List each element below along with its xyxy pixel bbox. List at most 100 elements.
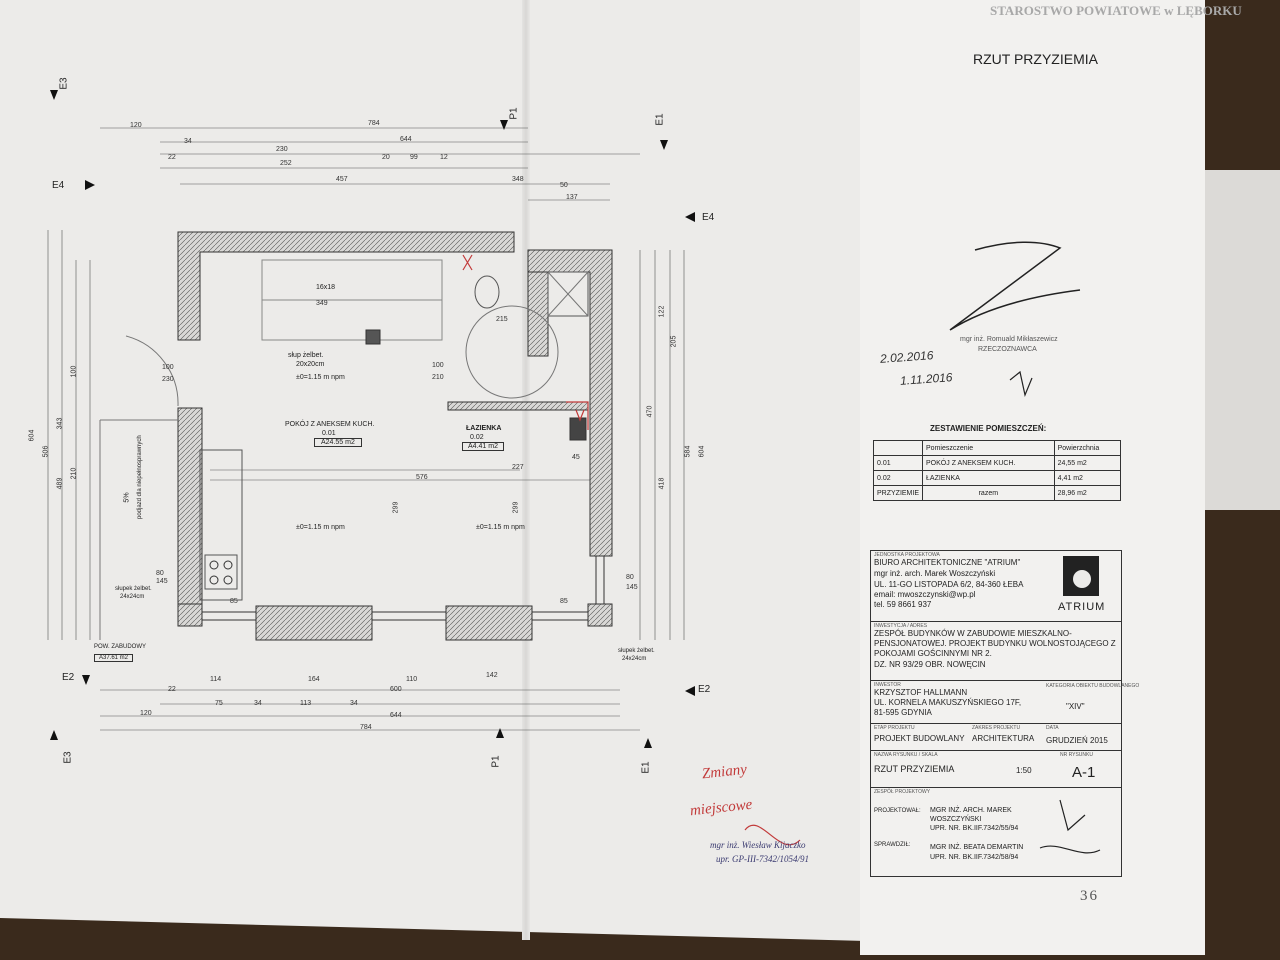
room2-area: A4.41 m2: [462, 442, 504, 451]
dim-inner-4: 230: [162, 376, 174, 383]
dim-inner-2: 227: [512, 464, 524, 471]
room2-name: ŁAZIENKA: [466, 425, 502, 432]
level-marker-1: ±0=1.15 m npm: [296, 374, 345, 381]
date-label: DATA: [1046, 725, 1059, 731]
stage-label: ETAP PROJEKTU: [874, 725, 915, 731]
number-label: NR RYSUNKU: [1060, 752, 1093, 758]
column-label: słup żelbet.: [288, 352, 324, 359]
checker-label: SPRAWDZIŁ:: [874, 842, 911, 848]
dim-inner-9: 215: [496, 316, 508, 323]
table-header: Powierzchnia: [1053, 440, 1122, 456]
dim-bottom-8: 34: [350, 700, 358, 707]
dim-bottom-6: 34: [254, 700, 262, 707]
checker-license: UPR. NR. BK.IIF.7342/58/94: [930, 854, 1019, 861]
section-e3-bottom: E3: [62, 751, 74, 764]
dim-inner-3: 100: [162, 364, 174, 371]
unit-label: JEDNOSTKA PROJEKTOWA: [874, 552, 940, 558]
table-cell: 0.01: [872, 455, 924, 471]
reviewer-name: mgr inż. Wiesław Kijaczko: [710, 840, 806, 850]
dim-bottom-10: 784: [360, 724, 372, 731]
dim-left-5: 100: [70, 365, 78, 378]
expert-role: RZECZOZNAWCA: [978, 346, 1037, 353]
dim-top-13: 50: [560, 182, 568, 189]
team-label: ZESPÓŁ PROJEKTOWY: [874, 789, 931, 795]
dim-inner-13: 145: [626, 584, 638, 591]
firm-name: BIURO ARCHITEKTONICZNE "ATRIUM": [874, 558, 1021, 567]
designer-license: UPR. NR. BK.IIF.7342/55/94: [930, 825, 1019, 832]
logo-mark: [1073, 570, 1091, 588]
dim-inner-7: 299: [392, 501, 400, 514]
investor-address: UL. KORNELA MAKUSZYŃSKIEGO 17F,: [874, 698, 1022, 707]
dim-inner-1: 576: [416, 474, 428, 481]
dim-top-9: 99: [410, 154, 418, 161]
category-label: KATEGORIA OBIEKTU BUDOWLANEGO: [1046, 683, 1140, 689]
stage-value: PROJEKT BUDOWLANY: [874, 734, 965, 743]
rooms-table: Pomieszczenie Powierzchnia 0.01 POKÓJ Z …: [872, 440, 1122, 501]
table-cell: 24,55 m2: [1053, 455, 1122, 471]
expert-name: mgr inż. Romuald Mikłaszewicz: [960, 336, 1058, 343]
scope-value: ARCHITEKTURA: [972, 734, 1035, 743]
dim-top-11: 22: [168, 154, 176, 161]
dim-bottom-9: 644: [390, 712, 402, 719]
date-value: GRUDZIEŃ 2015: [1046, 736, 1108, 745]
table-row: 0.01 POKÓJ Z ANEKSEM KUCH. 24,55 m2: [872, 455, 1122, 471]
table-header: Pomieszczenie: [922, 440, 1055, 456]
dim-bottom-4: 600: [390, 686, 402, 693]
dim-top-3: 230: [276, 146, 288, 153]
firm-phone: tel. 59 8661 937: [874, 600, 932, 609]
atrium-logo: [1063, 556, 1099, 596]
section-e2-right: E2: [698, 684, 711, 695]
table-cell: razem: [922, 485, 1055, 501]
dim-bottom-3: 142: [486, 672, 498, 679]
ramp-label: podjazd dla niepełnosprawnych: [137, 435, 143, 519]
dim-top-7: 137: [566, 194, 578, 201]
second-sheet: [1190, 170, 1280, 510]
table-cell: 0.02: [872, 470, 924, 486]
firm-address: UL. 11-GO LISTOPADA 6/2, 84-360 ŁEBA: [874, 580, 1024, 589]
designer-name: MGR INŻ. ARCH. MAREK WOSZCZYŃSKI: [930, 807, 1012, 823]
ramp-slope: 5%: [123, 492, 131, 503]
investor-name: KRZYSZTOF HALLMANN: [874, 688, 968, 697]
dim-inner-11: 145: [156, 578, 168, 585]
dim-top-2: 644: [400, 136, 412, 143]
dim-bottom-12: 22: [168, 686, 176, 693]
dim-inner-16: 45: [572, 454, 580, 461]
dim-inner-6: 210: [432, 374, 444, 381]
dim-top-6: 348: [512, 176, 524, 183]
page-number: 36: [1080, 888, 1099, 904]
section-e2-left: E2: [62, 672, 75, 683]
table-cell: POKÓJ Z ANEKSEM KUCH.: [922, 455, 1055, 471]
drawing-scale: 1:50: [1016, 766, 1032, 775]
rooms-table-title: ZESTAWIENIE POMIESZCZEŃ:: [930, 424, 1047, 433]
paper-fold: [522, 0, 530, 940]
level-marker-2: ±0=1.15 m npm: [296, 524, 345, 531]
dim-bottom-0: 114: [210, 676, 222, 683]
dim-left-3: 489: [56, 477, 64, 490]
stair-label: 16x18: [316, 284, 336, 291]
dim-left-1: 506: [42, 445, 50, 458]
table-cell: ŁAZIENKA: [922, 470, 1055, 486]
category-value: "XIV": [1066, 702, 1085, 711]
parcel-text: DZ. NR 93/29 OBR. NOWĘCIN: [874, 660, 986, 669]
dim-right-3: 584: [684, 445, 692, 458]
section-p1-bottom: P1: [490, 755, 502, 768]
dim-top-1: 784: [368, 120, 380, 127]
dim-right-0: 470: [646, 405, 654, 418]
table-row: 0.02 ŁAZIENKA 4,41 m2: [872, 470, 1122, 486]
designer-label: PROJEKTOWAŁ:: [874, 808, 921, 814]
investment-text: ZESPÓŁ BUDYNKÓW W ZABUDOWIE MIESZKALNO-P…: [874, 629, 1116, 658]
post-label-right: słupek żelbet.: [618, 648, 655, 654]
investor-city: 81-595 GDYNIA: [874, 708, 932, 717]
dim-top-12: 34: [184, 138, 192, 145]
investment-label: INWESTYCJA / ADRES: [874, 623, 928, 629]
footprint-label: POW. ZABUDOWY: [94, 644, 147, 650]
scope-label: ZAKRES PROJEKTU: [972, 725, 1021, 731]
dim-inner-15: 85: [560, 598, 568, 605]
section-e3-top: E3: [58, 77, 70, 90]
section-p1-top: P1: [508, 107, 520, 120]
investor-label: INWESTOR: [874, 682, 901, 688]
section-e4-left: E4: [52, 180, 65, 191]
dim-inner-5: 100: [432, 362, 444, 369]
post-label-left: słupek żelbet.: [115, 586, 152, 592]
dim-left-4: 210: [70, 467, 78, 480]
